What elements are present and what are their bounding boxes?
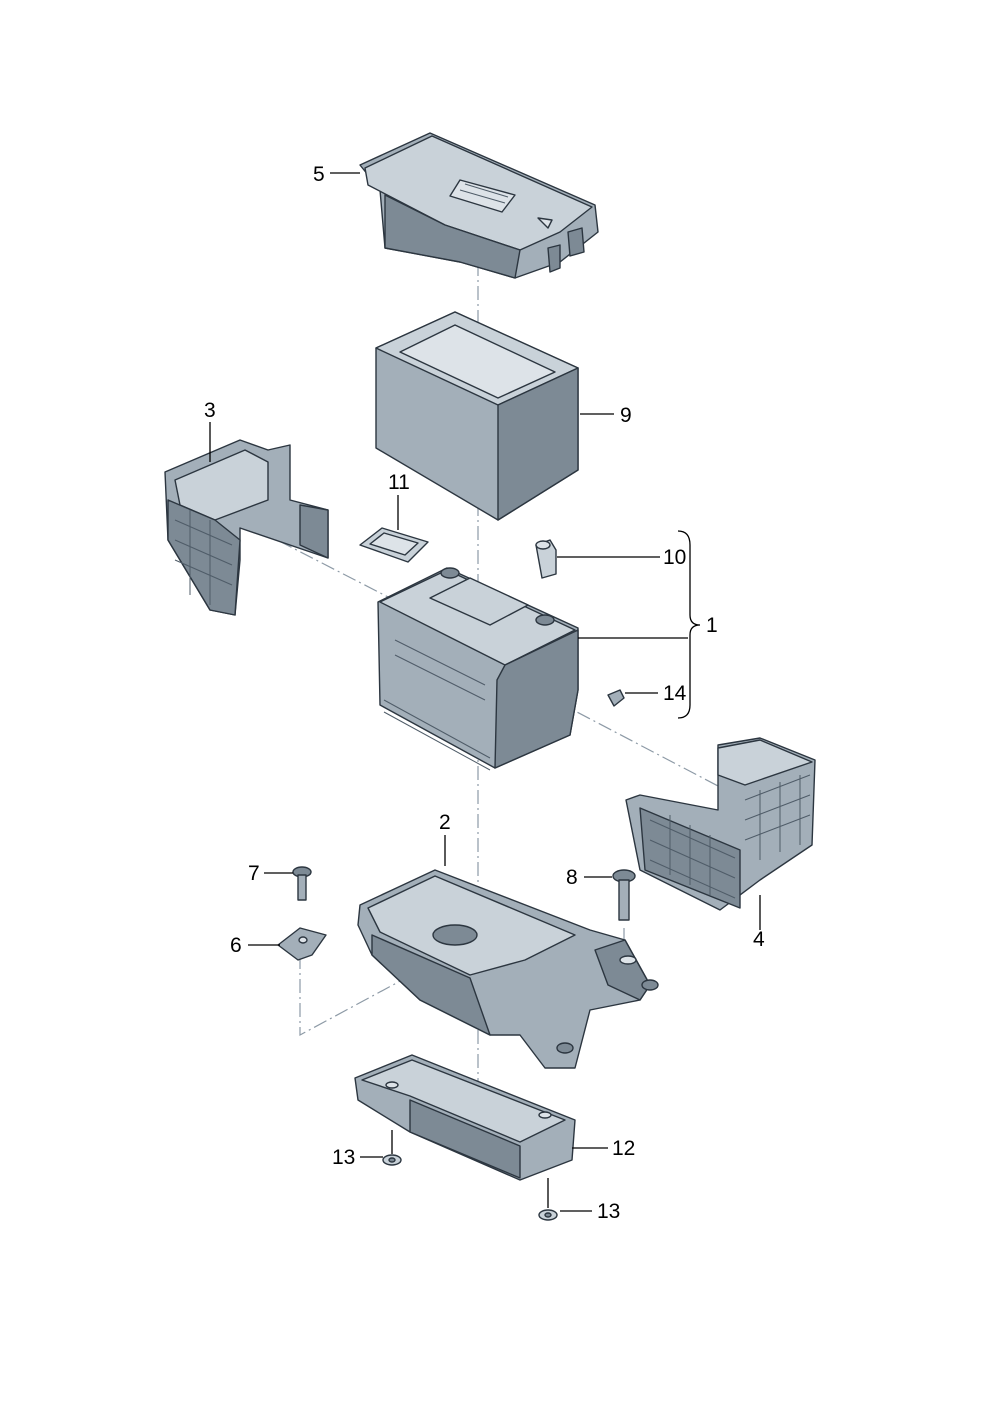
callout-3: 3 <box>204 399 216 422</box>
battery-tray-part <box>357 869 659 1069</box>
callout-7: 7 <box>248 862 260 885</box>
right-side-cover-part <box>625 737 816 911</box>
insulation-sleeve-part <box>375 311 579 521</box>
bolt-7-part <box>292 866 312 901</box>
callout-1: 1 <box>706 614 718 637</box>
battery-cover-part <box>359 132 599 279</box>
callout-5: 5 <box>313 163 325 186</box>
plug-part <box>607 689 625 707</box>
callout-4: 4 <box>753 928 765 951</box>
leader-lines <box>209 172 761 1212</box>
left-side-cover-part <box>164 439 329 616</box>
callout-9: 9 <box>620 404 632 427</box>
callout-14: 14 <box>663 682 687 705</box>
callout-2: 2 <box>439 811 451 834</box>
nut-13a-part <box>382 1154 402 1166</box>
callout-13-right: 13 <box>597 1200 620 1223</box>
base-plate-part <box>354 1054 576 1181</box>
callout-12: 12 <box>612 1137 635 1160</box>
vent-plate-part <box>359 527 429 563</box>
nut-13b-part <box>538 1209 558 1221</box>
clamp-bracket-part <box>277 927 327 961</box>
callout-13-left: 13 <box>332 1146 355 1169</box>
battery-part <box>377 567 579 771</box>
callout-10: 10 <box>663 546 686 569</box>
callout-6: 6 <box>230 934 242 957</box>
bolt-8-part <box>612 869 636 921</box>
terminal-cap-part <box>535 539 557 579</box>
callout-11: 11 <box>388 471 410 494</box>
callout-8: 8 <box>566 866 578 889</box>
callout-labels: 5 3 9 11 10 1 14 2 7 8 6 4 12 13 13 <box>204 163 765 1223</box>
